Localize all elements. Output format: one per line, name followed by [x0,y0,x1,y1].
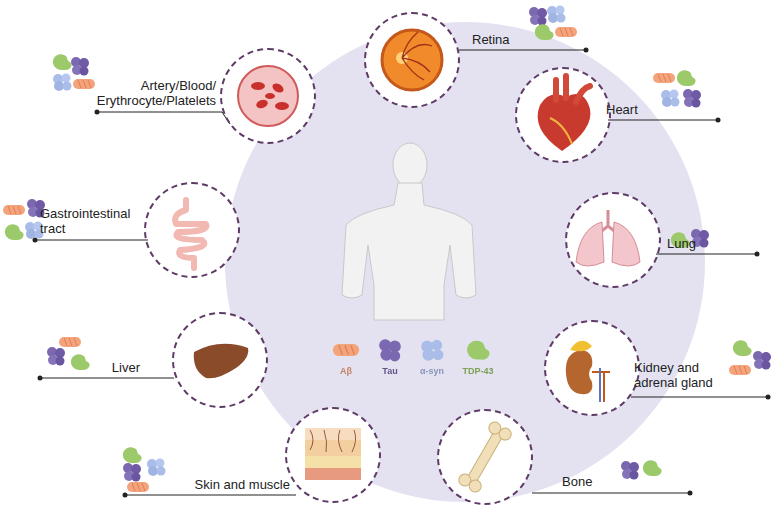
organ-circle: Liver [172,312,268,408]
organ-label: Artery/Blood/ Erythrocyte/Platelets [90,78,216,108]
legend-label: Aβ [340,366,352,376]
organ-circle: Heart [515,67,611,163]
organ-label: Heart [606,102,676,117]
organ-label: Lung [667,236,727,251]
legend-label: α-syn [420,366,444,376]
organ-circle: Artery/Blood/ Erythrocyte/Platelets [220,48,316,144]
legend-swatch [463,337,493,363]
organ-circle: Gastrointestinal tract [144,182,240,278]
organ-label: Retina [472,32,532,47]
legend-label: TDP-43 [462,366,493,376]
organ-circle: Skin and muscle [285,407,381,503]
organ-circle: Lung [565,192,661,288]
legend-swatch [331,337,361,363]
organ-label: Gastrointestinal tract [40,206,140,236]
legend-label: Tau [382,366,397,376]
organ-circle: Retina [364,12,460,108]
organ-label: Bone [562,474,622,489]
organ-circle: Kidney and adrenal gland [544,320,640,416]
legend-swatch [375,337,405,363]
organ-label: Kidney and adrenal gland [634,360,734,390]
organ-label: Skin and muscle [170,477,290,492]
organ-circle: Bone [437,409,533,505]
organ-label: Liver [80,360,140,375]
legend-swatch [417,337,447,363]
